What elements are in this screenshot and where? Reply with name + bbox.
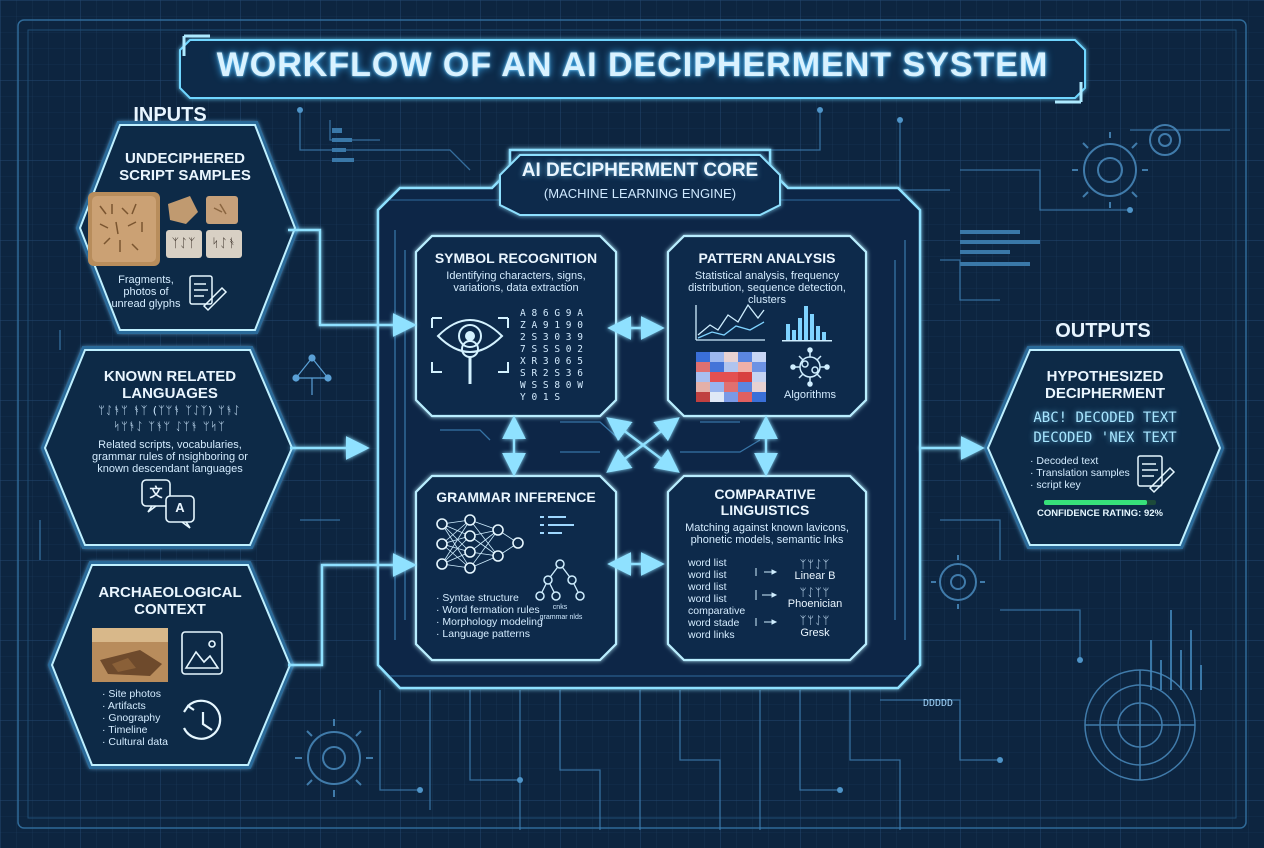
eye-magnifier-icon [431, 317, 509, 384]
algorithms-label: Algorithms [784, 389, 836, 401]
pattern-analysis-description: Statistical analysis, frequency distribu… [688, 270, 846, 306]
word-list-item: word links [688, 629, 735, 641]
archaeological-list: Site photos Artifacts Gnography Timeline… [102, 688, 192, 748]
inputs-heading: INPUTS [133, 104, 207, 126]
symbol-grid-row: W S S 8 0 W [520, 380, 583, 391]
known-glyph-line-1: ᛘᛇᚬᛘ ᚬᛉ (ᛉᛘᚬ ᛉᛇᛉ) ᛘᚬᛇ [98, 404, 241, 417]
target-name-3: Gresk [800, 627, 830, 639]
comparative-title: COMPARATIVE LINGUISTICS [714, 486, 816, 518]
tablet-fragment-image [168, 196, 238, 224]
symbol-recognition-title: SYMBOL RECOGNITION [434, 250, 598, 266]
list-item: Site photos [102, 688, 192, 700]
symbol-grid-row: 7 S S S 0 2 [520, 344, 583, 355]
panel-comparative-linguistics [666, 474, 868, 662]
translate-icon [141, 479, 195, 529]
known-languages-description: Related scripts, vocabularies, grammar r… [92, 439, 248, 475]
hex-known-languages [40, 346, 297, 549]
target-glyphs-1: ᛉᛘᛇᛉ [799, 558, 831, 571]
glyph-sample-1: ᛉᛇᛉ [171, 236, 197, 250]
target-name-2: Phoenician [787, 598, 843, 610]
known-languages-title: KNOWN RELATED LANGUAGES [103, 368, 237, 402]
symbol-grid-row: A 8 6 G 9 A [520, 308, 583, 319]
list-item: script key [1030, 479, 1140, 491]
target-name-1: Linear B [794, 570, 836, 582]
glyph-sample-1-bg [166, 230, 202, 258]
core-subtitle: (MACHINE LEARNING ENGINE) [543, 186, 737, 201]
outputs-heading: OUTPUTS [1055, 320, 1151, 342]
word-list-item: word list [688, 557, 727, 569]
symbol-grid-row: 2 S 3 0 3 9 [520, 332, 583, 343]
dots-label: DDDDD [922, 698, 954, 709]
symbol-grid-row: Y 0 1 S [520, 392, 561, 403]
word-list-item: word list [688, 581, 727, 593]
site-photo-image [92, 628, 168, 682]
word-list-item: word stade [688, 617, 740, 629]
confidence-label: CONFIDENCE RATING: 92% [1037, 508, 1163, 519]
word-list-item: comparative [688, 605, 746, 617]
gear-icon [295, 124, 1181, 797]
list-item: Translation samples [1030, 467, 1140, 479]
output-list: Decoded text Translation samples script … [1030, 455, 1140, 491]
list-item: Language patterns [436, 628, 566, 640]
glyph-sample-2: ᛋᛇᚬ [211, 236, 237, 250]
list-item: Morphology modeling [436, 616, 566, 628]
translate-icon-glyph-a: 文 [149, 485, 163, 500]
brain-icon [790, 347, 830, 387]
archaeological-title: ARCHAEOLOGICAL CONTEXT [98, 584, 242, 618]
clay-tablet-image [88, 192, 160, 266]
decoded-line-2: DECODED 'NEX TEXT [1033, 430, 1177, 446]
symbol-grid-row: X R 3 0 6 5 [520, 356, 583, 367]
list-item: Timeline [102, 724, 192, 736]
symbol-grid: A 8 6 G 9 A Z A 9 1 9 0 2 S 3 0 3 9 7 S … [520, 308, 608, 404]
glyph-sample-2-bg [206, 230, 242, 258]
tree-label-2: grammar nlds [539, 614, 583, 621]
map-document-icon [181, 631, 223, 675]
translate-icon-glyph-b: A [175, 500, 185, 515]
list-item: Syntae structure [436, 592, 566, 604]
grammar-inference-title: GRAMMAR INFERENCE [436, 489, 596, 505]
word-list-item: word list [688, 593, 727, 605]
hex-hypothesized [983, 346, 1225, 549]
confidence-bar [1044, 500, 1156, 505]
core-title-box [499, 154, 781, 216]
symbol-grid-row: Z A 9 1 9 0 [520, 320, 583, 331]
neural-network-icon [436, 514, 524, 574]
list-item: Artifacts [102, 700, 192, 712]
line-chart-icon [695, 303, 765, 341]
target-glyphs-2: ᛘᛇᛉᛘ [799, 586, 831, 599]
tree-label-1: cnks [552, 604, 568, 611]
symbol-grid-row: S R 2 S 3 6 [520, 368, 583, 379]
decoded-line-1: ABC! DECODED TEXT [1033, 410, 1177, 426]
panel-symbol-recognition [414, 234, 618, 418]
list-item: Gnography [102, 712, 192, 724]
target-glyphs-3: ᛉᛘᛇᛘ [799, 614, 831, 627]
hex-undeciphered [75, 121, 300, 334]
symbol-recognition-description: Identifying characters, signs, variation… [446, 270, 586, 294]
grammar-list: Syntae structure Word fermation rules Mo… [436, 592, 566, 640]
comparative-word-list: word list word list word list word list … [688, 557, 758, 641]
document-pen-icon [189, 275, 228, 312]
undeciphered-title: UNDECIPHERED SCRIPT SAMPLES [119, 150, 251, 184]
list-item: Cultural data [102, 736, 192, 748]
hypothesized-title: HYPOTHESIZED DECIPHERMENT [1044, 368, 1165, 402]
comparative-description: Matching against known lavicons, phoneti… [685, 522, 849, 546]
page-title: WORKFLOW OF AN AI DECIPHERMENT SYSTEM [216, 46, 1049, 84]
list-item: Decoded text [1030, 455, 1140, 467]
known-glyph-line-2: ᛋᛘᚬᛇ ᛉᚬᛘ ᛇᛉᚬ ᛘᛋᛉ [113, 420, 226, 433]
list-item: Word fermation rules [436, 604, 566, 616]
bar-chart-icon [782, 306, 832, 342]
pattern-analysis-title: PATTERN ANALYSIS [698, 250, 836, 266]
heatmap-icon [696, 352, 766, 402]
core-title: AI DECIPHERMENT CORE [521, 160, 759, 181]
word-list-item: word list [688, 569, 727, 581]
undeciphered-caption: Fragments, photos of unread glyphs [111, 274, 181, 310]
